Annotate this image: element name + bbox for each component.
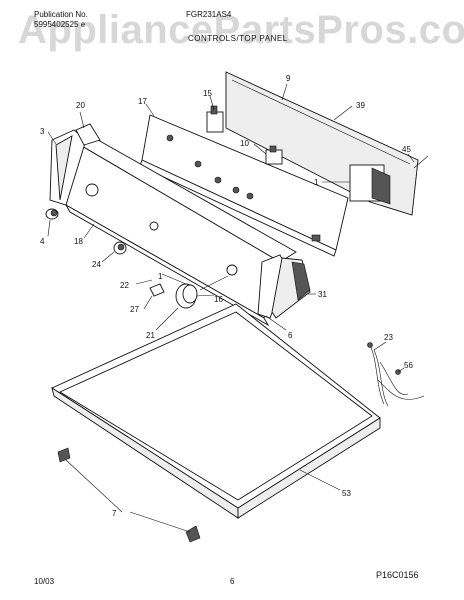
right-end-cap <box>257 254 311 319</box>
model-number: FGR231AS4 <box>186 10 232 19</box>
knob-27 <box>149 283 165 297</box>
figure-code: P16C0156 <box>376 570 419 580</box>
callout-label: 20 <box>76 101 85 110</box>
callout-label: 10 <box>240 139 249 148</box>
top-panel <box>51 303 381 519</box>
callout-label: 16 <box>214 295 223 304</box>
callout-label: 17 <box>138 97 147 106</box>
leader-lines <box>47 83 415 533</box>
left-end-cap <box>49 129 87 206</box>
callout-label: 3 <box>40 127 45 136</box>
callout-label: 7 <box>112 509 117 518</box>
callout-label: 23 <box>384 333 393 342</box>
trim-20 <box>75 123 101 146</box>
callout-label: 18 <box>74 237 83 246</box>
callout-label: 9 <box>286 74 291 83</box>
knob-24 <box>113 241 127 255</box>
callout-label: 56 <box>404 361 413 370</box>
footer-date: 10/03 <box>34 577 55 586</box>
callout-labels: 1 1 3 4 6 7 9 10 15 16 17 18 20 21 22 23… <box>40 74 413 518</box>
publication-number: 5995402525 e <box>34 20 86 29</box>
wire-harness <box>367 342 425 407</box>
control-panel-back <box>139 114 349 257</box>
callout-label: 27 <box>130 305 139 314</box>
rear-panel-shield <box>225 71 429 216</box>
section-title: CONTROLS/TOP PANEL <box>188 34 288 43</box>
page-number: 6 <box>230 577 235 586</box>
knob-4 <box>45 208 59 220</box>
callout-label: 31 <box>318 290 327 299</box>
callout-label: 53 <box>342 489 351 498</box>
clip-7-left <box>57 447 71 463</box>
callout-label: 15 <box>203 89 212 98</box>
switch-15 <box>206 105 224 133</box>
switch-10 <box>265 145 283 165</box>
callout-label: 1 <box>314 178 319 187</box>
clip-7-right <box>185 525 201 543</box>
publication-label: Publication No. <box>34 10 88 19</box>
timer-knob <box>175 275 229 309</box>
front-control-panel <box>64 139 297 327</box>
callout-label: 6 <box>288 331 293 340</box>
callout-label: 21 <box>146 331 155 340</box>
callout-label: 1 <box>158 272 163 281</box>
callout-label: 39 <box>356 101 365 110</box>
callout-label: 22 <box>120 281 129 290</box>
watermark: AppliancePartsPros.com <box>18 8 464 52</box>
callout-label: 45 <box>402 145 411 154</box>
callout-label: 4 <box>40 237 45 246</box>
callout-label: 24 <box>92 260 101 269</box>
